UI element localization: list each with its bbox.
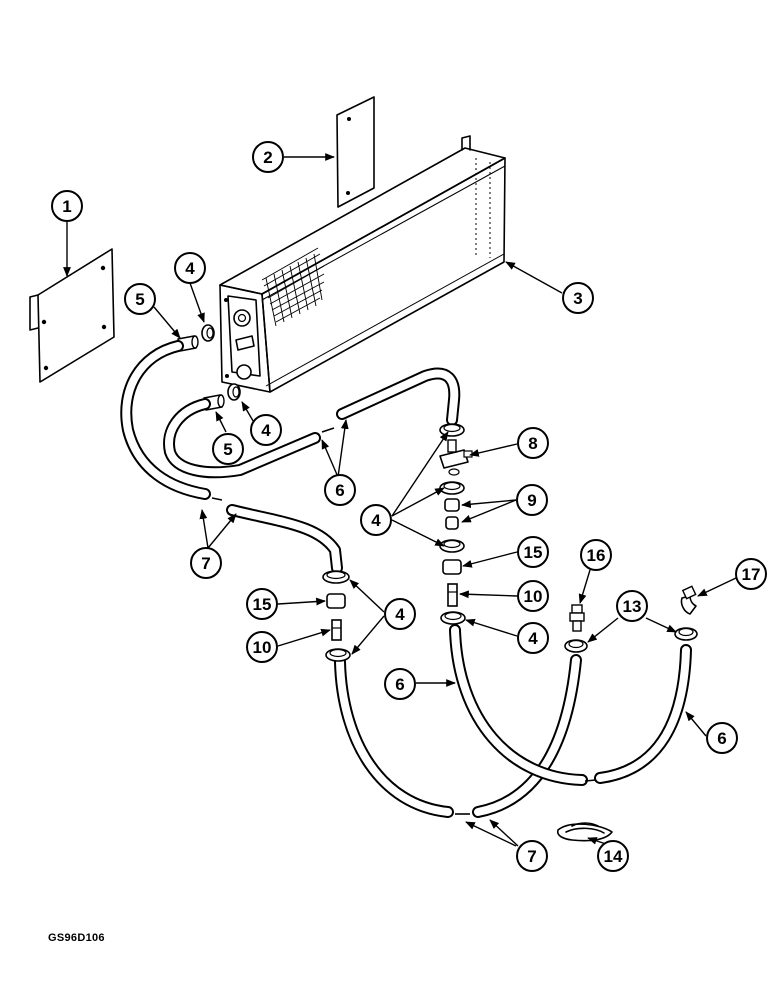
callout-2-label: 2 (263, 148, 272, 167)
fitting-stack-center (439, 423, 473, 625)
callout-4a: 4 (174, 252, 206, 284)
callout-6a-label: 6 (335, 481, 344, 500)
callout-15b-label: 15 (524, 543, 543, 562)
callout-9-label: 9 (527, 491, 536, 510)
figure-code: GS96D106 (48, 932, 105, 944)
callout-6c: 6 (706, 722, 738, 754)
callout-7a: 7 (190, 547, 222, 579)
fitting-part-16 (569, 604, 585, 632)
callout-3-label: 3 (573, 289, 582, 308)
callout-15a: 15 (246, 588, 278, 620)
callout-8-label: 8 (528, 434, 537, 453)
clamp-part-13-left (564, 639, 588, 653)
callout-8: 8 (517, 427, 549, 459)
callout-7b: 7 (516, 840, 548, 872)
fitting-stack-left (322, 570, 351, 662)
callout-4e-label: 4 (395, 605, 405, 624)
callout-10a-label: 10 (253, 638, 272, 657)
heater-core-part-3 (219, 135, 506, 393)
elbow-fitting-part-17 (680, 585, 697, 615)
callout-5a: 5 (124, 283, 156, 315)
callout-4c-label: 4 (371, 511, 381, 530)
callout-14-label: 14 (604, 847, 623, 866)
callout-10b-label: 10 (524, 587, 543, 606)
callout-1: 1 (51, 190, 83, 222)
callout-16: 16 (580, 539, 612, 571)
callout-6b-label: 6 (395, 675, 404, 694)
leader-lines (63, 153, 737, 847)
hoses (120, 340, 692, 818)
callout-6b: 6 (384, 668, 416, 700)
clamp-part-4-lower (227, 383, 241, 401)
callout-2: 2 (252, 141, 284, 173)
callout-5b: 5 (212, 433, 244, 465)
callout-7b-label: 7 (527, 847, 536, 866)
callout-4d: 4 (517, 622, 549, 654)
callout-13: 13 (616, 590, 648, 622)
callout-4a-label: 4 (185, 259, 195, 278)
callout-4d-label: 4 (528, 629, 538, 648)
callout-4b-label: 4 (261, 421, 271, 440)
callout-13-label: 13 (623, 597, 642, 616)
cover-plate-part-1 (29, 248, 115, 383)
callout-3: 3 (562, 282, 594, 314)
hose-clip-part-14 (556, 822, 613, 842)
callout-10a: 10 (246, 631, 278, 663)
plate-part-2 (336, 96, 375, 208)
callout-4b: 4 (250, 414, 282, 446)
clamp-part-4-upper (201, 324, 215, 342)
callout-4c: 4 (360, 504, 392, 536)
callout-4e: 4 (384, 598, 416, 630)
callout-6a: 6 (324, 474, 356, 506)
callout-5a-label: 5 (135, 290, 144, 309)
callout-10b: 10 (517, 580, 549, 612)
callout-9: 9 (516, 484, 548, 516)
callout-17-label: 17 (742, 565, 761, 584)
callout-14: 14 (597, 840, 629, 872)
clamp-part-13-right (674, 627, 698, 641)
callout-16-label: 16 (587, 546, 606, 565)
callout-17: 17 (735, 558, 767, 590)
callout-15b: 15 (517, 536, 549, 568)
callout-15a-label: 15 (253, 595, 272, 614)
callout-7a-label: 7 (201, 554, 210, 573)
callout-1-label: 1 (62, 197, 71, 216)
callout-5b-label: 5 (223, 440, 232, 459)
callout-6c-label: 6 (717, 729, 726, 748)
hose-break-marks (211, 427, 597, 815)
